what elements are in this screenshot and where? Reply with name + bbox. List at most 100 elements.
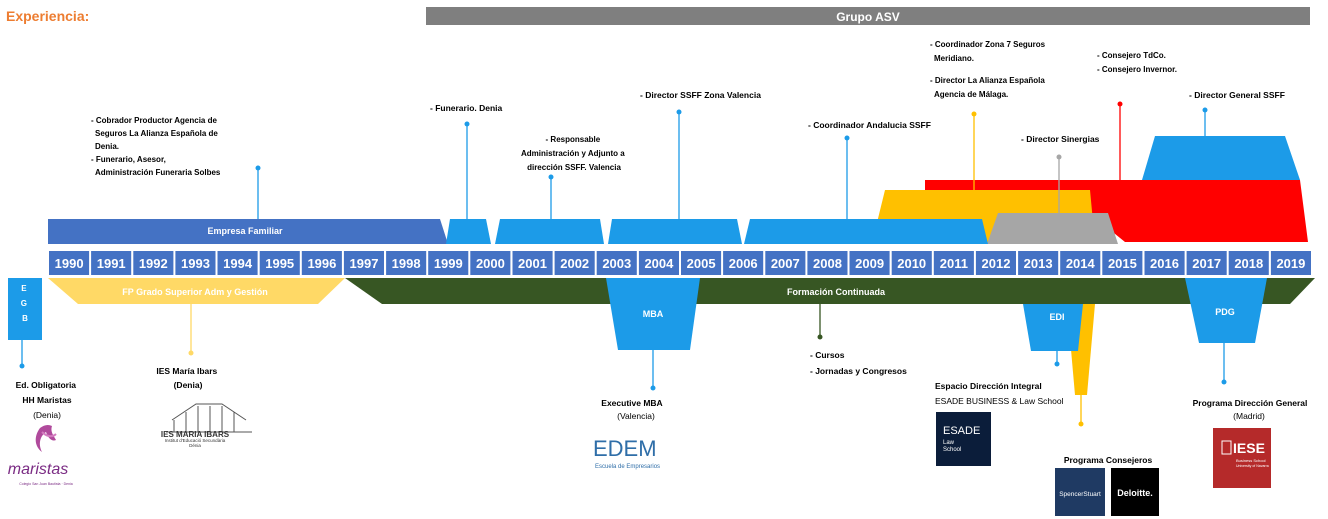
year-cell (807, 251, 848, 275)
edi-annotation: Espacio Dirección Integral (935, 381, 1042, 391)
marker-dot (255, 165, 261, 171)
year-label: 1996 (307, 256, 336, 271)
egb-annotation: Ed. Obligatoria HH Maristas (16, 380, 79, 405)
egb-city: (Denia) (33, 410, 61, 420)
year-cell (723, 251, 764, 275)
year-cell (512, 251, 553, 275)
coordinador-andalucia-bar (744, 219, 988, 244)
marker-dot (844, 135, 850, 141)
ies-logo: IES MARIA IBARS Institut d'Educació Secu… (161, 403, 252, 448)
year-cell (1018, 251, 1059, 275)
marker-dot (1054, 361, 1060, 367)
year-cell (301, 251, 342, 275)
year-cell (175, 251, 216, 275)
year-label: 1993 (181, 256, 210, 271)
iese-wordmark: IESE (1233, 440, 1265, 456)
esade-logo: ESADE Law School (936, 412, 991, 466)
ies-annotation: IES María Ibars (Denia) (156, 366, 219, 390)
year-label: 2007 (771, 256, 800, 271)
year-cell (681, 251, 722, 275)
formacion-continuada-bar (345, 278, 1315, 304)
marker-dot (1221, 379, 1227, 385)
year-cell (49, 251, 90, 275)
pdg-city: (Madrid) (1233, 411, 1265, 421)
edem-logo: EDEM Escuela de Empresarios (593, 436, 660, 470)
year-cell (1228, 251, 1269, 275)
marker-dot (464, 121, 470, 127)
iese-sub1: Business School (1236, 458, 1266, 463)
executive-mba-annotation: Executive MBA (601, 398, 662, 408)
year-label: 2014 (1066, 256, 1096, 271)
marker-dot (1078, 421, 1084, 427)
year-label: 2009 (855, 256, 884, 271)
ies-logo-sub2: Dénia (189, 443, 201, 448)
egb-bar (8, 278, 42, 340)
year-label: 2015 (1108, 256, 1137, 271)
year-label: 2013 (1024, 256, 1053, 271)
year-label: 2011 (940, 256, 968, 271)
formacion-continuada-label: Formación Continuada (787, 287, 886, 297)
marker-dot (1117, 101, 1123, 107)
ies-logo-sub1: Institut d'Educació Secundària (165, 438, 226, 443)
year-cell (259, 251, 300, 275)
fp-label: FP Grado Superior Adm y Gestión (122, 287, 268, 297)
marker-dot (188, 350, 194, 356)
year-cell (554, 251, 595, 275)
marker-dot (676, 109, 682, 115)
year-cell (596, 251, 637, 275)
page-title: Experiencia: (6, 8, 89, 24)
year-label: 1997 (350, 256, 379, 271)
esade-school: School (943, 447, 961, 453)
spencer-wordmark: SpencerStuart (1059, 491, 1101, 498)
year-label: 2005 (687, 256, 716, 271)
year-cell (133, 251, 174, 275)
year-label: 2008 (813, 256, 842, 271)
year-label: 2003 (602, 256, 631, 271)
edem-subtitle: Escuela de Empresarios (595, 464, 660, 470)
consejero-annotation: - Consejero TdCo. - Consejero Invernor. (1097, 51, 1177, 74)
year-cell (638, 251, 679, 275)
pdg-label: PDG (1215, 307, 1235, 317)
year-cell (1270, 251, 1311, 275)
year-label: 1991 (97, 256, 126, 271)
marker-dot (971, 111, 977, 117)
empresa-familiar-bar (48, 219, 448, 244)
deloitte-logo: Deloitte. (1111, 468, 1159, 516)
consejeros-annotation: Programa Consejeros (1064, 455, 1153, 465)
year-label: 2019 (1276, 256, 1305, 271)
year-cell (891, 251, 932, 275)
iese-sub2: University of Navarra (1236, 464, 1269, 468)
pdg-annotation: Programa Dirección General (1193, 398, 1308, 408)
year-label: 1999 (434, 256, 463, 271)
marker-dot (650, 385, 656, 391)
year-label: 2000 (476, 256, 505, 271)
pdg-bar (1185, 278, 1267, 343)
year-cell (470, 251, 511, 275)
egb-label: E G B (21, 284, 29, 323)
director-valencia-bar (608, 219, 742, 244)
edi-bar (1023, 304, 1083, 351)
mba-label: MBA (643, 309, 664, 319)
director-general-annotation: - Director General SSFF (1189, 90, 1285, 100)
director-valencia-annotation: - Director SSFF Zona Valencia (640, 90, 761, 100)
mba-bar (606, 278, 700, 350)
director-sinergias-annotation: - Director Sinergias (1021, 134, 1100, 144)
empresa-familiar-label: Empresa Familiar (207, 226, 283, 236)
edem-wordmark: EDEM (593, 436, 657, 461)
marker-dot (1056, 154, 1062, 160)
year-cell (91, 251, 132, 275)
director-general-bar (1142, 136, 1300, 180)
year-cell (849, 251, 890, 275)
year-cell (1186, 251, 1227, 275)
cobrador-annotation: - Cobrador Productor Agencia de Seguros … (91, 116, 221, 177)
year-label: 1995 (265, 256, 294, 271)
responsable-annotation: - Responsable Administración y Adjunto a… (521, 135, 627, 172)
year-cell (386, 251, 427, 275)
year-cell (1102, 251, 1143, 275)
marker-dot (1202, 107, 1208, 113)
marker-dot (19, 363, 25, 369)
marker-dot (817, 334, 823, 340)
year-cell (975, 251, 1016, 275)
